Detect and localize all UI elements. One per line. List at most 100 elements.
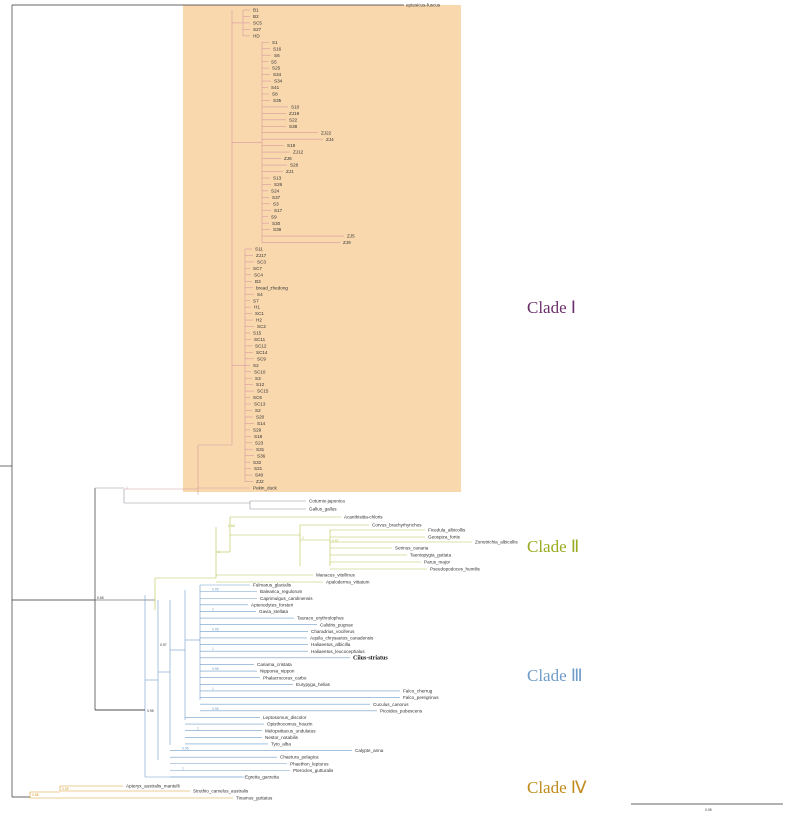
tip-label: S3 (273, 201, 279, 206)
support-value: 1 (197, 727, 199, 731)
clade-iv-subtree: 0.880.59Apteryx_australis_mantelliStruth… (29, 784, 273, 801)
tip-label: Cuculus_canorus (373, 702, 409, 707)
clade-ii-subtree: 0.68110.97Acanthisitta-chlorisCorvus_bra… (95, 515, 518, 610)
tip-label: SC9 (257, 356, 266, 361)
tip-label: H1 (254, 305, 260, 310)
tip-label: S2 (253, 363, 259, 368)
tip-label: ZJ5 (347, 234, 355, 239)
support-value: 0.95 (212, 627, 219, 631)
tip-label: S26 (274, 182, 283, 187)
tip-label: Picoides_pubescens (380, 708, 423, 713)
tip-label: Falco_peregrinus (403, 695, 439, 700)
tip-label: Pseudopodoces_humilis (430, 567, 481, 572)
tip-label: Pekin_duck (253, 486, 277, 491)
support-value: 0.95 (147, 709, 154, 713)
support-value: 0.95 (212, 667, 219, 671)
scale-bar-label: 0.05 (705, 808, 712, 812)
tip-label: S14 (257, 421, 266, 426)
tip-label: S34 (274, 79, 283, 84)
tip-label: S31 (256, 447, 265, 452)
tip-label: S35 (273, 98, 282, 103)
tip-label: S34 (273, 72, 282, 77)
tip-label: S28 (290, 163, 299, 168)
tip-label: ZJ9 (343, 240, 351, 245)
tip-label: Tinamus_guttatus (236, 796, 273, 801)
tip-label: S38 (289, 124, 298, 129)
tip-label: Cariama_cristata (257, 662, 292, 667)
tip-label: B2 (253, 14, 259, 19)
support-value: 0.97 (160, 643, 167, 647)
tip-label: Coturnix-japonica (309, 499, 345, 504)
tip-label: Corvus_brachyrhynchos (372, 523, 422, 528)
tip-label: Taeniopygia_guttata (410, 553, 452, 558)
tip-label: Falco_cherrug (403, 689, 433, 694)
tip-label: SC1 (255, 311, 264, 316)
tip-label: Haliaeetus_albicilla (311, 642, 351, 647)
tip-label: S11 (255, 247, 263, 252)
tip-label: Aptenodytes_forsteri (251, 602, 293, 607)
tip-label: Caprimulgus_carolinensis (260, 596, 313, 601)
tip-label: Calidris_pugnax (320, 622, 354, 627)
support-value: 1 (218, 550, 220, 554)
tip-label: S16 (273, 46, 282, 51)
tip-label: S2 (255, 408, 261, 413)
tip-label: Egretta_garzetta (245, 775, 279, 780)
clade-ii-label: Clade Ⅱ (527, 537, 579, 556)
tip-label: S9 (271, 214, 277, 219)
tip-label: S20 (256, 415, 265, 420)
tip-label: SC15 (257, 389, 269, 394)
tip-label: S37 (272, 195, 281, 200)
support-value: 1 (212, 607, 214, 611)
tip-label: S1 (272, 40, 278, 45)
tip-label: HD (253, 33, 260, 38)
tip-label: S30 (272, 221, 281, 226)
tip-label: S17 (274, 208, 283, 213)
tip-label: S4 (257, 292, 263, 297)
tip-label: Struthio_camelus_australis (193, 789, 249, 794)
tip-label: Phalacrocorax_carbo (263, 675, 307, 680)
tip-label: Pterocles_gutturalis (293, 768, 334, 773)
support-value: 0.88 (32, 793, 39, 797)
tip-label: Nestor_notabilis (265, 735, 299, 740)
tip-label: S21 (254, 466, 263, 471)
tip-label: B3 (255, 279, 261, 284)
tip-label: S36 (257, 453, 266, 458)
tip-label: Eurypyga_helias (296, 682, 331, 687)
tip-label: Apaloderma_vittatum (326, 580, 370, 585)
support-value: 1 (182, 766, 184, 770)
support-value: 0.68 (228, 524, 235, 528)
tip-label: ZJ4 (326, 137, 334, 142)
tip-label: ZJ6 (284, 156, 292, 161)
tip-label: SC3 (257, 260, 266, 265)
tip-label: Ciius-striatus (353, 655, 388, 661)
tip-label: Tauraco_erythrolophus (297, 616, 344, 621)
tip-label: Balearica_regulorum (260, 589, 303, 594)
tip-label: ZJ1 (286, 169, 294, 174)
tip-label: S15 (253, 331, 262, 336)
tip-label: S10 (291, 104, 300, 109)
clade-iii-subtree: 0.97 0.95 0.65 Fulmarus_glacialisBalearica_… (95, 583, 439, 780)
tip-label: SC7 (253, 266, 262, 271)
tip-label: S6 (274, 53, 280, 58)
tip-label: S19 (287, 143, 296, 148)
tip-label: ZJ19 (289, 111, 300, 116)
clade-i-label: Clade Ⅰ (527, 298, 576, 317)
tip-label: Ficedula_albicollis (428, 528, 466, 533)
tip-label: Aquila_chrysaetos_canadensis (310, 636, 374, 641)
tip-label: S24 (271, 188, 280, 193)
support-value: 1 (212, 687, 214, 691)
tip-label: SC2 (257, 324, 266, 329)
tip-label: S27 (253, 27, 262, 32)
support-value: 1 (302, 536, 304, 540)
tip-label: SC14 (256, 350, 268, 355)
tip-label: Haliaeetus_leucocephalus (311, 649, 365, 654)
tip-label: Fulmarus_glacialis (253, 583, 292, 588)
tip-label: Nipponia_nippon (260, 669, 295, 674)
support-value: 0.95 (212, 588, 219, 592)
tip-label: S23 (255, 440, 264, 445)
tip-label: S41 (271, 85, 280, 90)
tip-label: Calypte_anna (355, 748, 384, 753)
tip-label: Acanthisitta-chloris (344, 515, 383, 520)
support-value: 0.65 (97, 596, 104, 600)
tip-label: SC5 (253, 21, 262, 26)
